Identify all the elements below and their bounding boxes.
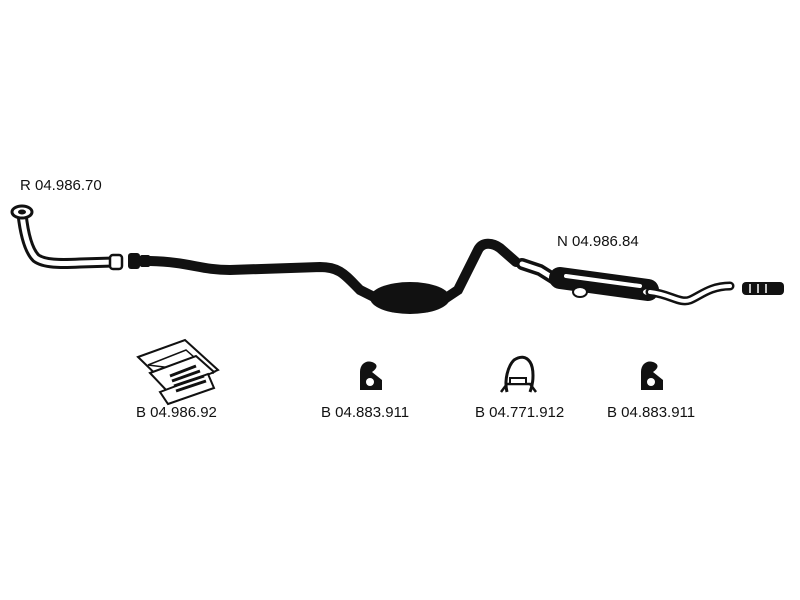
pipe-clamp-part-number: B 04.771.912 [475,404,565,421]
front-pipe-part-number: R 04.986.70 [20,177,102,194]
tail-pipe[interactable] [742,282,784,295]
middle-pipe-with-silencer[interactable] [128,238,521,314]
pipe-clamp-icon[interactable] [500,355,537,393]
rubber-hanger-icon[interactable] [641,361,663,390]
rubber-hanger-part-number: B 04.883.911 [607,404,696,421]
rear-section-part-number: N 04.986.84 [557,233,639,250]
rubber-hanger-icon[interactable] [360,361,382,390]
rear-section[interactable] [516,258,735,306]
rubber-hanger-part-number: B 04.883.911 [321,404,410,421]
front-pipe[interactable] [10,204,124,271]
mounting-kit-part-number: B 04.986.92 [136,404,217,421]
mounting-kit-box-icon[interactable] [136,338,220,406]
